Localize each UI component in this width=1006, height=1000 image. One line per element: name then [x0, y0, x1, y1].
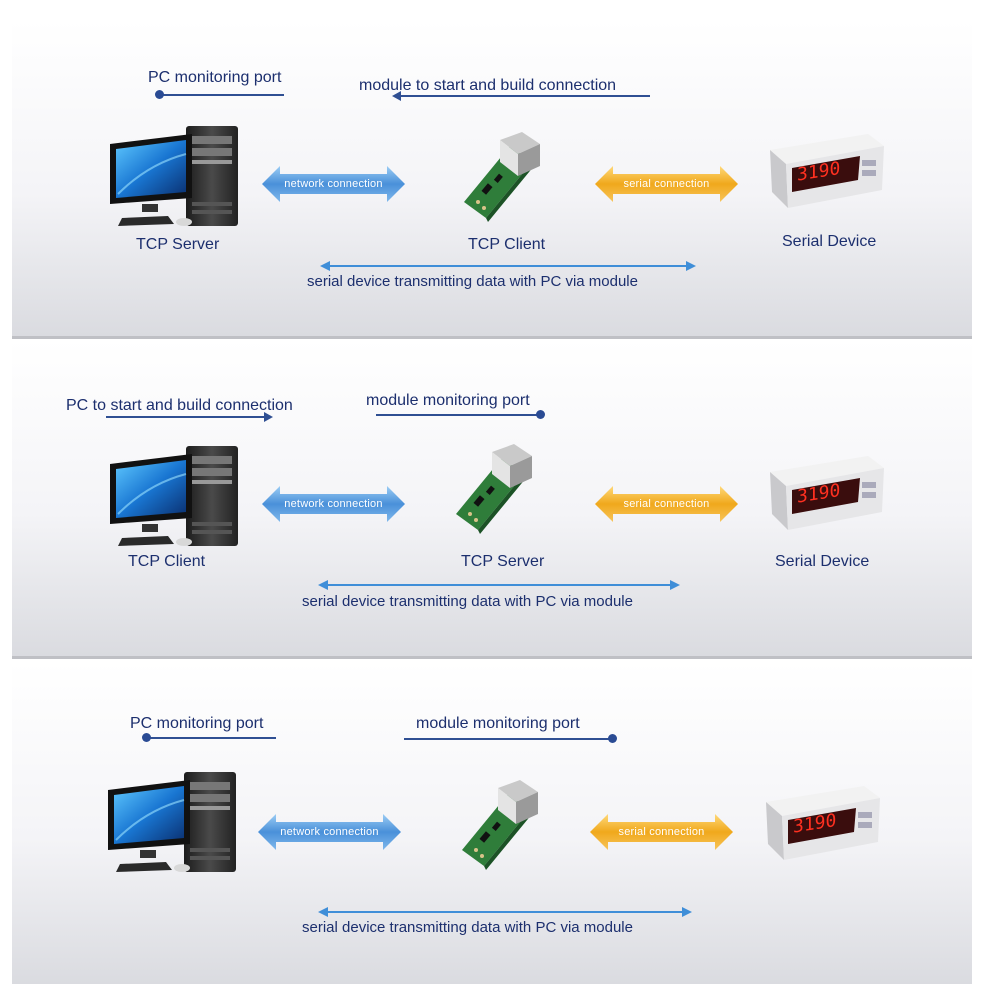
transmit-line	[326, 911, 682, 913]
transmit-arrowhead-left	[318, 907, 328, 917]
note-module-start-connection: module to start and build connection	[359, 77, 617, 94]
double-arrow-icon	[595, 486, 738, 522]
network-connection-label: network connection	[284, 178, 383, 190]
transmit-arrowhead-right	[682, 907, 692, 917]
panel-udp-mode: PC monitoring port module monitoring por…	[12, 662, 972, 984]
serial-connection-label: serial connection	[623, 498, 710, 510]
transmit-note: serial device transmitting data with PC …	[307, 273, 638, 290]
network-connection-arrow: network connection	[258, 814, 401, 850]
double-arrow-icon	[262, 166, 405, 202]
transmit-arrowhead-left	[320, 261, 330, 271]
serial-connection-arrow: serial connection	[590, 814, 733, 850]
double-arrow-icon	[262, 486, 405, 522]
note-underline	[160, 94, 284, 96]
module-board-icon	[464, 132, 540, 222]
transmit-arrowhead-right	[686, 261, 696, 271]
label-tcp-server: TCP Server	[136, 236, 220, 253]
note-pc-monitoring-port: PC monitoring port	[148, 69, 282, 86]
double-arrow-icon	[590, 814, 733, 850]
network-connection-label: network connection	[284, 498, 383, 510]
transmit-line	[326, 584, 670, 586]
serial-device-icon: 3190	[770, 134, 884, 208]
note-dot	[608, 734, 617, 743]
transmit-arrowhead-right	[670, 580, 680, 590]
note-arrowhead	[392, 91, 401, 101]
transmit-line	[328, 265, 686, 267]
serial-device-icon: 3190	[770, 456, 884, 530]
label-tcp-server: TCP Server	[461, 553, 545, 570]
note-module-monitoring-port: module monitoring port	[416, 715, 580, 732]
note-underline	[106, 416, 266, 418]
serial-connection-arrow: serial connection	[595, 486, 738, 522]
note-underline	[404, 738, 610, 740]
serial-connection-label: serial connection	[623, 178, 710, 190]
note-pc-monitoring-port: PC monitoring port	[130, 715, 264, 732]
double-arrow-icon	[258, 814, 401, 850]
note-dot	[536, 410, 545, 419]
panel-tcp-client-mode: PC monitoring port module to start and b…	[12, 20, 972, 339]
label-tcp-client: TCP Client	[128, 553, 206, 570]
transmit-arrowhead-left	[318, 580, 328, 590]
double-arrow-icon	[595, 166, 738, 202]
panel-tcp-server-mode: PC to start and build connection module …	[12, 340, 972, 659]
note-arrowhead	[264, 412, 273, 422]
network-connection-arrow: network connection	[262, 166, 405, 202]
pc-computer-icon	[110, 126, 238, 226]
module-board-icon	[456, 444, 532, 534]
serial-connection-label: serial connection	[618, 826, 705, 838]
note-dot	[142, 733, 151, 742]
network-connection-label: network connection	[280, 826, 379, 838]
serial-device-icon: 3190	[766, 786, 880, 860]
note-underline	[400, 95, 650, 97]
label-serial-device: Serial Device	[775, 553, 870, 570]
module-board-icon	[462, 780, 538, 870]
note-pc-start-connection: PC to start and build connection	[66, 397, 293, 414]
serial-connection-arrow: serial connection	[595, 166, 738, 202]
label-tcp-client: TCP Client	[468, 236, 546, 253]
transmit-note: serial device transmitting data with PC …	[302, 593, 633, 610]
network-connection-arrow: network connection	[262, 486, 405, 522]
note-dot	[155, 90, 164, 99]
note-module-monitoring-port: module monitoring port	[366, 392, 530, 409]
note-underline	[146, 737, 276, 739]
pc-computer-icon	[110, 446, 238, 546]
note-underline	[376, 414, 538, 416]
label-serial-device: Serial Device	[782, 233, 877, 250]
pc-computer-icon	[108, 772, 236, 872]
transmit-note: serial device transmitting data with PC …	[302, 919, 633, 936]
